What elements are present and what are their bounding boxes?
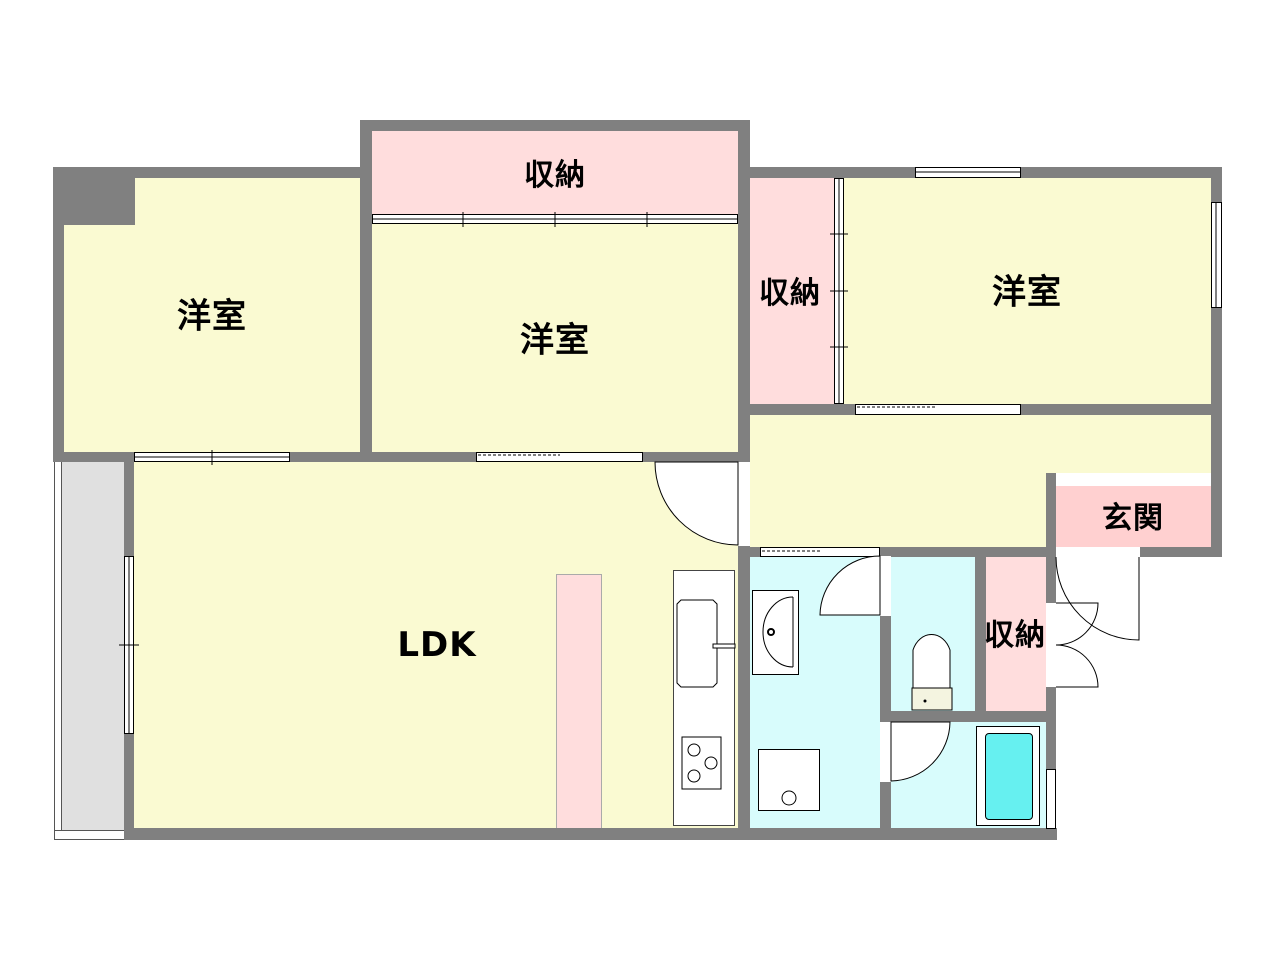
closet-door-middle[interactable]	[834, 178, 844, 404]
wall	[53, 167, 372, 178]
western-room-right	[844, 178, 1211, 404]
ldk	[134, 462, 738, 830]
window-bathroom	[1046, 769, 1056, 829]
wall	[53, 452, 750, 462]
wall	[360, 120, 372, 462]
front-door-opening[interactable]	[1056, 547, 1140, 557]
window-balcony	[124, 556, 134, 734]
wall	[360, 120, 750, 131]
balcony-rail-bottom	[54, 830, 134, 840]
closet-door-top[interactable]	[372, 214, 738, 224]
entrance	[1056, 486, 1211, 547]
storage-middle	[750, 178, 834, 404]
storage-bottom	[986, 556, 1046, 711]
door-opening-toilet[interactable]	[880, 556, 891, 616]
wall-corner-column	[53, 167, 135, 225]
western-room-center	[372, 219, 738, 452]
wall	[880, 547, 891, 840]
door-swing-front	[1055, 556, 1140, 641]
room-label-western-center: 洋室	[520, 320, 590, 361]
sliding-door-right-room[interactable]	[855, 404, 1021, 415]
sliding-door-washroom[interactable]	[760, 547, 880, 557]
storage-top	[372, 131, 738, 219]
window-right	[1211, 202, 1222, 308]
door-opening-bath[interactable]	[880, 722, 891, 782]
balcony-rail	[54, 462, 62, 840]
room-label-ldk: LDK	[397, 625, 477, 665]
room-label-storage-middle: 収納	[759, 276, 821, 311]
ldk-counter	[556, 574, 602, 830]
room-label-entrance: 玄関	[1102, 501, 1164, 536]
room-label-western-left: 洋室	[177, 296, 247, 337]
wall	[975, 547, 986, 722]
toilet	[891, 556, 975, 711]
sliding-door-center-room[interactable]	[476, 452, 643, 462]
wall	[738, 120, 750, 178]
window-top-right	[915, 167, 1021, 178]
wall	[880, 711, 1056, 722]
door-opening-ldk[interactable]	[738, 462, 750, 546]
kitchen-counter	[673, 570, 735, 826]
wall	[124, 828, 1057, 840]
wall	[1211, 167, 1222, 557]
room-label-storage-bottom: 収納	[984, 618, 1046, 653]
bathtub	[985, 733, 1033, 820]
door-opening-storage[interactable]	[1046, 603, 1056, 687]
wall	[53, 167, 64, 462]
room-label-storage-top: 収納	[524, 158, 586, 193]
door-swing-storage-2	[1055, 644, 1099, 688]
door-swing-storage-1	[1055, 602, 1099, 646]
washing-machine-pan	[758, 749, 820, 811]
wash-basin	[752, 590, 799, 675]
sliding-door-left-room[interactable]	[134, 452, 290, 462]
entrance-step	[1056, 473, 1211, 486]
room-label-western-right: 洋室	[992, 272, 1062, 313]
balcony	[62, 462, 126, 830]
